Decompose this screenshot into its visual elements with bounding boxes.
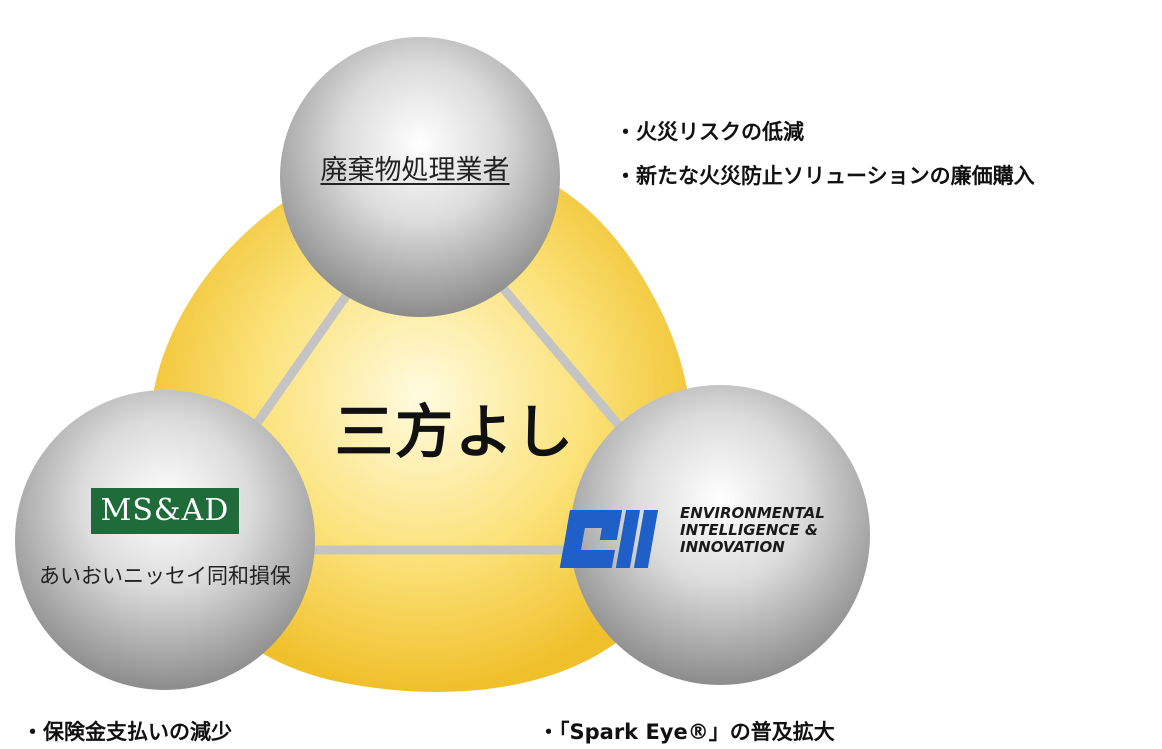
center-title: 三方よし [334,398,575,466]
top-benefit-1: ・火災リスクの低減 [615,120,804,144]
sphere-top [280,37,560,317]
eii-logo-line: INTELLIGENCE & [680,521,818,539]
insurer-name: あいおいニッセイ同和損保 [39,564,291,588]
waste-processor-label: 廃棄物処理業者 [320,155,510,186]
left-benefit-1: ・保険金支払いの減少 [22,720,232,744]
sphere-right [570,385,870,685]
right-benefit-1: ・「Spark Eye®」の普及拡大 [538,720,835,744]
eii-logo-line: ENVIRONMENTAL [680,504,825,522]
eii-logo-text: ENVIRONMENTAL INTELLIGENCE & INNOVATION [680,505,870,556]
eii-logo-line: INNOVATION [680,538,785,556]
sphere-left [15,390,315,690]
msad-logo: MS&AD [91,488,239,534]
eii-logo-mark [559,510,659,568]
top-benefit-2: ・新たな火災防止ソリューションの廉価購入 [615,164,1035,188]
